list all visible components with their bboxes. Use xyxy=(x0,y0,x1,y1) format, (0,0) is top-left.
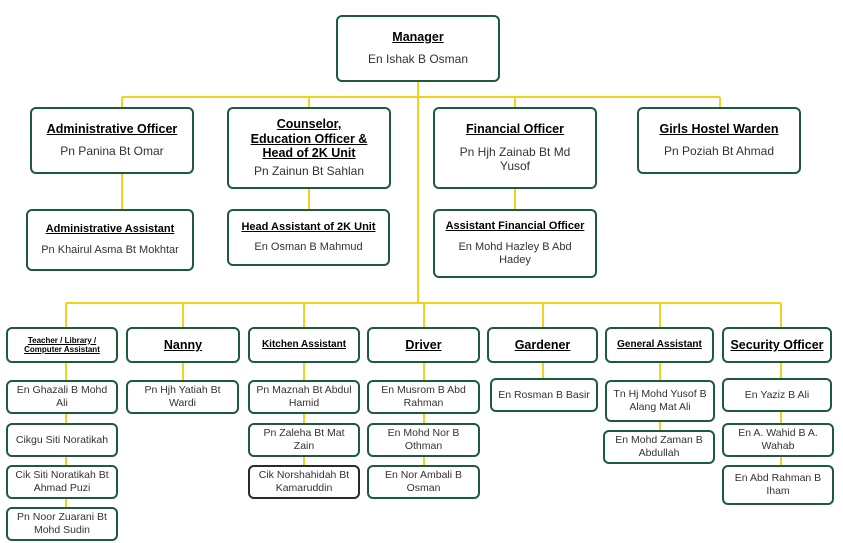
member-name-line: Tn Hj Mohd Yusof B xyxy=(613,388,707,401)
officer-name: Pn Panina Bt Omar xyxy=(60,144,164,159)
teacher-group-header: Teacher / Library / Computer Assistant xyxy=(6,327,118,363)
group-title: Kitchen Assistant xyxy=(261,339,347,351)
member-name-line: Pn Maznah Bt Abdul xyxy=(256,384,352,397)
member-name-line: Wardi xyxy=(168,397,197,409)
member-name-line: En Mohd Zaman B xyxy=(615,434,703,447)
security-officer-group-header: Security Officer xyxy=(722,327,832,363)
officer-title: Girls Hostel Warden xyxy=(659,122,779,137)
member-name-line: Cik Norshahidah Bt xyxy=(258,469,350,482)
member-name-line: Ali xyxy=(56,397,68,409)
staff-member-box: En Ghazali B Mohd Ali xyxy=(6,380,118,414)
assistant-title: Head Assistant of 2K Unit xyxy=(241,220,376,233)
officer-name: Pn Zainun Bt Sahlan xyxy=(253,164,365,179)
officer-title-line: Head of 2K Unit xyxy=(262,145,356,160)
group-title: General Assistant xyxy=(617,339,702,351)
assistant-name-line: En Mohd Hazley B Abd xyxy=(458,240,572,253)
kitchen-assistant-group-header: Kitchen Assistant xyxy=(248,327,360,363)
member-name-line: Pn Zaleha Bt Mat xyxy=(263,427,345,440)
officer-title: Administrative Officer xyxy=(46,122,178,137)
staff-member-box: En Musrom B Abd Rahman xyxy=(367,380,480,414)
member-name-line: Osman xyxy=(406,482,441,494)
head-assistant-box: Head Assistant of 2K Unit En Osman B Mah… xyxy=(227,209,390,266)
counselor-box: Counselor, Education Officer & Head of 2… xyxy=(227,107,391,189)
officer-name-line: Yusof xyxy=(499,159,531,174)
member-name-line: Alang Mat Ali xyxy=(629,401,691,413)
staff-member-box: En Abd Rahman B Iham xyxy=(722,465,834,505)
staff-member-box: Tn Hj Mohd Yusof B Alang Mat Ali xyxy=(605,380,715,422)
assistant-financial-officer-box: Assistant Financial Officer En Mohd Hazl… xyxy=(433,209,597,278)
assistant-name: En Osman B Mahmud xyxy=(254,241,363,254)
member-name-line: Kamaruddin xyxy=(275,482,333,494)
girls-hostel-warden-box: Girls Hostel Warden Pn Poziah Bt Ahmad xyxy=(637,107,801,174)
staff-member-box: Pn Zaleha Bt Mat Zain xyxy=(248,423,360,457)
officer-title: Financial Officer xyxy=(466,122,564,137)
group-title-line: Computer Assistant xyxy=(24,345,100,354)
member-name-line: Cikgu Siti Noratikah xyxy=(15,433,109,446)
member-name-line: Othman xyxy=(404,440,443,452)
manager-box: Manager En Ishak B Osman xyxy=(336,15,500,82)
staff-member-box: Cik Siti Noratikah Bt Ahmad Puzi xyxy=(6,465,118,499)
manager-name: En Ishak B Osman xyxy=(367,52,469,67)
financial-officer-box: Financial Officer Pn Hjh Zainab Bt Md Yu… xyxy=(433,107,597,189)
member-name-line: En A. Wahid B A. xyxy=(738,427,818,440)
member-name-line: Rahman xyxy=(403,397,444,409)
member-name-line: Pn Noor Zuarani Bt xyxy=(17,511,107,524)
officer-name: Pn Poziah Bt Ahmad xyxy=(663,144,775,159)
staff-member-box: En Mohd Zaman B Abdullah xyxy=(603,430,715,464)
member-name-line: Mohd Sudin xyxy=(33,524,91,536)
member-name-line: En Musrom B Abd xyxy=(381,384,466,397)
staff-member-box: Cikgu Siti Noratikah xyxy=(6,423,118,457)
general-assistant-group-header: General Assistant xyxy=(605,327,714,363)
group-title: Driver xyxy=(405,337,442,352)
administrative-assistant-box: Administrative Assistant Pn Khairul Asma… xyxy=(26,209,194,271)
group-title: Gardener xyxy=(514,337,571,352)
gardener-group-header: Gardener xyxy=(487,327,598,363)
member-name-line: Wahab xyxy=(761,440,795,452)
manager-title: Manager xyxy=(392,30,444,45)
member-name-line: En Rosman B Basir xyxy=(498,388,590,401)
group-title-line: Teacher / Library / xyxy=(27,335,97,345)
assistant-title: Assistant Financial Officer xyxy=(445,219,585,232)
staff-member-box: En Mohd Nor B Othman xyxy=(367,423,480,457)
member-name-line: En Nor Ambali B xyxy=(384,469,463,482)
officer-title-line: Counselor, xyxy=(276,117,342,132)
nanny-group-header: Nanny xyxy=(126,327,240,363)
member-name-line: En Mohd Nor B xyxy=(387,427,460,440)
staff-member-box: En Yaziz B Ali xyxy=(722,378,832,412)
driver-group-header: Driver xyxy=(367,327,480,363)
assistant-name: Pn Khairul Asma Bt Mokhtar xyxy=(41,243,179,256)
member-name-line: En Abd Rahman B xyxy=(734,472,822,485)
staff-member-box: En Nor Ambali B Osman xyxy=(367,465,480,499)
staff-member-box: En Rosman B Basir xyxy=(490,378,598,412)
officer-name-line: Pn Hjh Zainab Bt Md xyxy=(459,144,571,159)
administrative-officer-box: Administrative Officer Pn Panina Bt Omar xyxy=(30,107,194,174)
staff-member-box: Cik Norshahidah Bt Kamaruddin xyxy=(248,465,360,499)
group-title: Nanny xyxy=(163,337,203,352)
staff-member-box: En A. Wahid B A. Wahab xyxy=(722,423,834,457)
officer-title-line: Education Officer & xyxy=(250,131,368,146)
assistant-name-line: Hadey xyxy=(499,253,531,266)
member-name-line: Iham xyxy=(766,485,790,497)
staff-member-box: Pn Noor Zuarani Bt Mohd Sudin xyxy=(6,507,118,541)
member-name-line: Ahmad Puzi xyxy=(33,482,91,494)
assistant-title: Administrative Assistant xyxy=(45,223,175,236)
member-name-line: Cik Siti Noratikah Bt xyxy=(15,469,109,482)
staff-member-box: Pn Maznah Bt Abdul Hamid xyxy=(248,380,360,414)
member-name-line: Abdullah xyxy=(638,447,680,459)
member-name-line: Pn Hjh Yatiah Bt xyxy=(144,384,221,397)
member-name-line: Hamid xyxy=(288,397,320,409)
member-name-line: En Yaziz B Ali xyxy=(744,388,810,401)
member-name-line: Zain xyxy=(293,440,315,452)
staff-member-box: Pn Hjh Yatiah Bt Wardi xyxy=(126,380,239,414)
member-name-line: En Ghazali B Mohd xyxy=(16,384,108,397)
group-title: Security Officer xyxy=(730,337,824,352)
